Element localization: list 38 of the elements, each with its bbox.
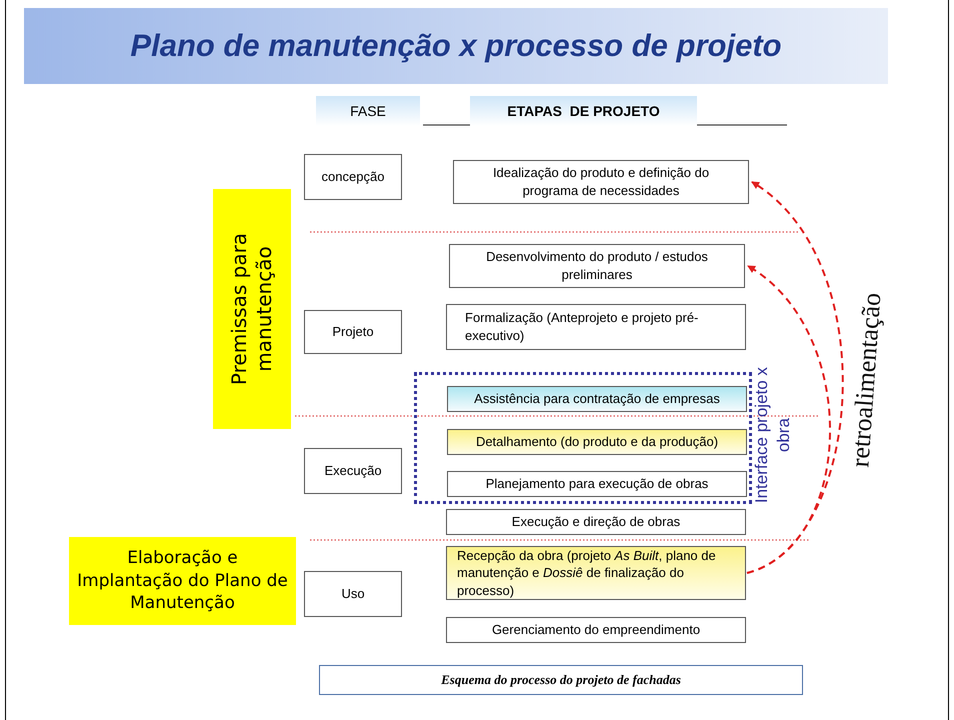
caption-text: Esquema do processo do projeto de fachadas — [441, 671, 681, 689]
panel-text: Premissas para manutenção — [227, 232, 277, 388]
box-text: Idealização do produto e definição do programa de necessidades — [492, 164, 710, 200]
box-text: Uso — [341, 585, 365, 603]
process-box — [447, 386, 747, 412]
process-box — [447, 471, 747, 497]
header-band — [470, 96, 697, 126]
process-box — [453, 160, 749, 204]
process-box — [449, 244, 745, 288]
process-box — [446, 304, 746, 350]
process-box — [446, 617, 746, 643]
box-text: Formalização (Anteprojeto e projeto pré-executivo) — [465, 309, 700, 345]
box-text: Gerenciamento do empreendimento — [492, 621, 700, 639]
box-text: Projeto — [332, 323, 374, 341]
highlight-panel — [69, 537, 296, 625]
box-text: Detalhamento (do produto e da produção) — [476, 433, 718, 451]
title-banner: Plano de manutenção x processo de projeto — [24, 8, 888, 84]
box-text: Execução e direção de obras — [512, 513, 680, 531]
caption-box — [319, 665, 803, 695]
box-text: Assistência para contratação de empresas — [474, 390, 720, 408]
highlight-panel — [213, 189, 291, 429]
group-title: Interface projeto x obra — [750, 366, 794, 506]
box-text: Recepção da obra (projeto As Built, plano de manutenção e Dossiê de finalização do processo) — [457, 546, 717, 600]
process-box — [446, 509, 746, 535]
process-box — [304, 448, 402, 494]
box-text: Planejamento para execução de obras — [486, 475, 708, 493]
column-header: FASE — [350, 102, 386, 120]
process-box — [304, 571, 402, 617]
process-box — [304, 154, 402, 200]
box-text: Execução — [324, 462, 382, 480]
panel-text: Elaboração e Implantação do Plano de Manutenção — [77, 546, 288, 616]
box-text: concepção — [322, 168, 384, 186]
feedback-arrow — [746, 265, 831, 574]
box-text: Desenvolvimento do produto / estudos preliminares — [485, 248, 709, 284]
process-box — [447, 429, 747, 455]
process-box — [304, 310, 402, 354]
column-header: ETAPAS DE PROJETO — [507, 102, 660, 120]
header-band — [316, 96, 420, 126]
